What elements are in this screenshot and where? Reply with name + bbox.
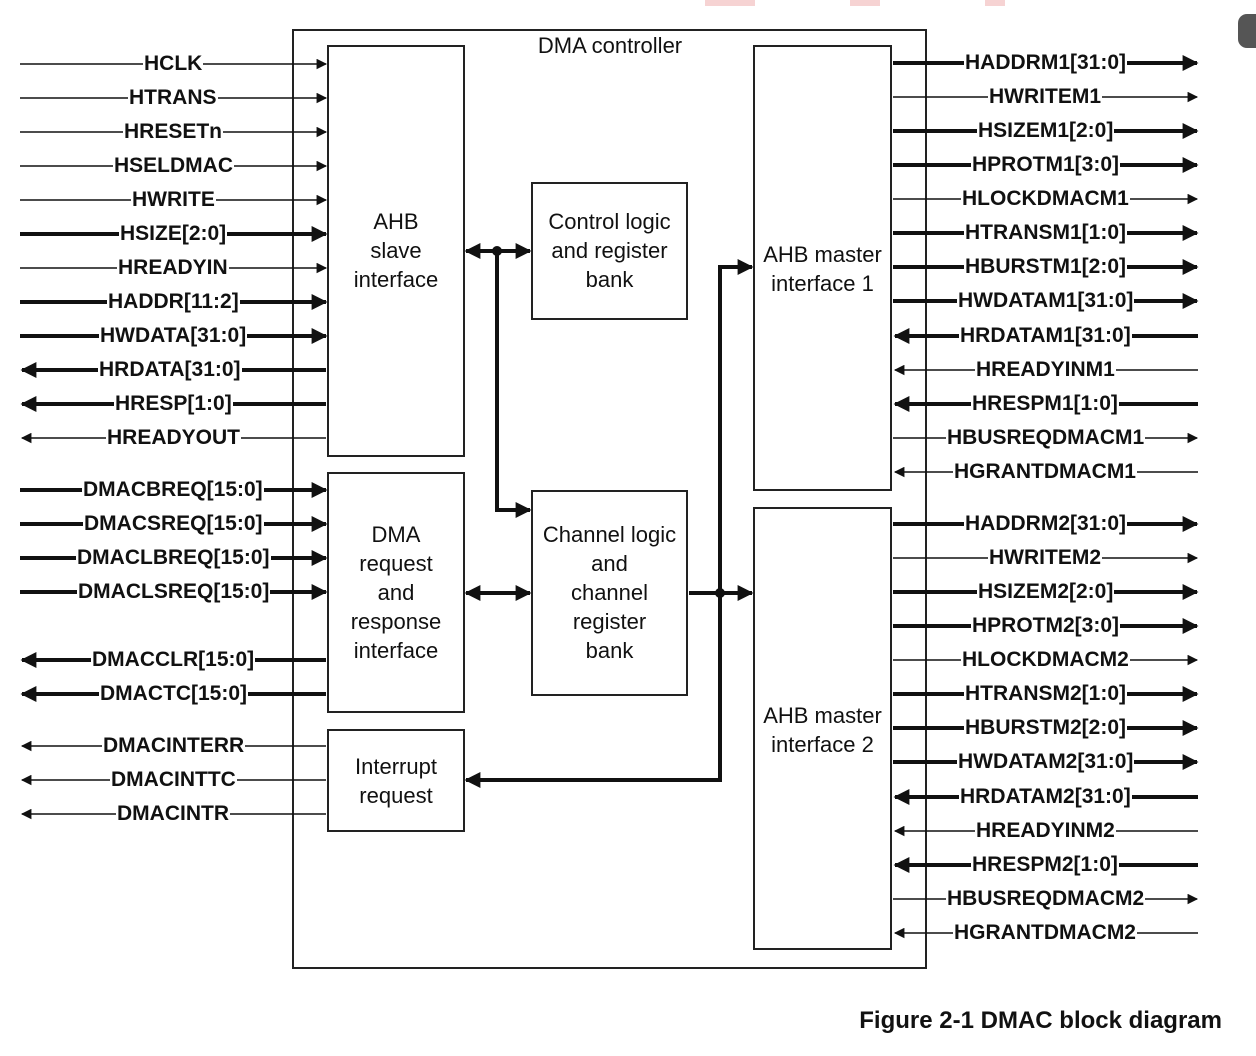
right-signal-htransm1-1-0: HTRANSM1[1:0]	[964, 221, 1128, 245]
left-signal-hwdata-31-0: HWDATA[31:0]	[99, 324, 248, 348]
channel-logic-label-line: channel	[570, 580, 649, 605]
channel-logic-label-line: and	[591, 551, 628, 576]
channel-logic-label-line: bank	[585, 638, 634, 663]
pink-mark-2	[850, 0, 880, 6]
control-logic-label-line: bank	[585, 267, 634, 292]
left-signal-hclk: HCLK	[143, 52, 204, 76]
left-signal-hseldmac: HSELDMAC	[113, 154, 234, 178]
dma-request-label-line: response	[350, 609, 442, 634]
right-signal-hgrantdmacm2: HGRANTDMACM2	[953, 921, 1137, 945]
dma-request-label-line: DMA	[371, 522, 421, 547]
right-signal-hreadyinm2: HREADYINM2	[975, 819, 1116, 843]
channel-logic-box	[531, 490, 688, 696]
left-signal-hwrite: HWRITE	[131, 188, 216, 212]
channel-logic-label: Channel logic and channel register bank	[532, 520, 687, 665]
controller-title: DMA controller	[537, 33, 683, 58]
right-signal-hrespm1-1-0: HRESPM1[1:0]	[971, 392, 1119, 416]
ahb-slave-interface-box	[327, 45, 465, 457]
interrupt-request-label-line: request	[359, 783, 433, 808]
right-signal-hsizem2-2-0: HSIZEM2[2:0]	[977, 580, 1115, 604]
left-signal-dmacinttc: DMACINTTC	[110, 768, 237, 792]
left-signal-hsize-2-0: HSIZE[2:0]	[119, 222, 228, 246]
ahb-master2-box	[753, 507, 892, 950]
dma-request-label-line: request	[359, 551, 433, 576]
right-signal-hreadyinm1: HREADYINM1	[975, 358, 1116, 382]
right-signal-hrdatam1-31-0: HRDATAM1[31:0]	[959, 324, 1132, 348]
left-signal-dmacintr: DMACINTR	[116, 802, 230, 826]
interrupt-request-box	[327, 729, 465, 832]
left-signal-haddr-11-2: HADDR[11:2]	[107, 290, 240, 314]
left-signal-dmaclbreq-15-0: DMACLBREQ[15:0]	[76, 546, 271, 570]
ahb-slave-label-line: AHB	[373, 209, 419, 234]
right-signal-hbusreqdmacm2: HBUSREQDMACM2	[946, 887, 1146, 911]
right-signal-hlockdmacm1: HLOCKDMACM1	[961, 187, 1130, 211]
right-signal-hgrantdmacm1: HGRANTDMACM1	[953, 460, 1137, 484]
right-signal-hlockdmacm2: HLOCKDMACM2	[961, 648, 1130, 672]
ahb-master1-label-line: interface 1	[771, 271, 874, 296]
right-signal-hsizem1-2-0: HSIZEM1[2:0]	[977, 119, 1115, 143]
right-signal-hbusreqdmacm1: HBUSREQDMACM1	[946, 426, 1146, 450]
control-logic-label: Control logic and register bank	[532, 207, 687, 294]
pink-mark-3	[985, 0, 1005, 6]
left-signal-dmacinterr: DMACINTERR	[102, 734, 246, 758]
right-signal-hwdatam2-31-0: HWDATAM2[31:0]	[957, 750, 1135, 774]
pink-mark-1	[705, 0, 755, 6]
ahb-slave-label: AHB slave interface	[328, 207, 464, 294]
interrupt-request-label-line: Interrupt	[355, 754, 437, 779]
right-signal-hwritem1: HWRITEM1	[988, 85, 1102, 109]
ahb-master1-label-line: AHB master	[763, 242, 882, 267]
ahb-master1-label: AHB master interface 1	[754, 240, 891, 298]
ahb-master2-label-line: interface 2	[771, 732, 874, 757]
right-signal-haddrm1-31-0: HADDRM1[31:0]	[964, 51, 1128, 75]
left-signal-hreadyin: HREADYIN	[117, 256, 229, 280]
left-signal-dmactc-15-0: DMACTC[15:0]	[99, 682, 248, 706]
left-signal-hresp-1-0: HRESP[1:0]	[114, 392, 233, 416]
right-signal-hburstm2-2-0: HBURSTM2[2:0]	[964, 716, 1128, 740]
dma-controller-box	[292, 29, 927, 969]
right-signal-haddrm2-31-0: HADDRM2[31:0]	[964, 512, 1128, 536]
scroll-handle[interactable]	[1238, 14, 1256, 48]
left-signal-dmaclsreq-15-0: DMACLSREQ[15:0]	[77, 580, 271, 604]
channel-logic-label-line: Channel logic	[542, 522, 677, 547]
left-signal-hrdata-31-0: HRDATA[31:0]	[98, 358, 242, 382]
ahb-master1-box	[753, 45, 892, 491]
right-signal-hrdatam2-31-0: HRDATAM2[31:0]	[959, 785, 1132, 809]
ahb-master2-label-line: AHB master	[763, 703, 882, 728]
left-signal-dmacbreq-15-0: DMACBREQ[15:0]	[82, 478, 264, 502]
left-signal-hreadyout: HREADYOUT	[106, 426, 242, 450]
ahb-slave-label-line: interface	[353, 267, 439, 292]
ahb-slave-label-line: slave	[370, 238, 422, 263]
dma-request-label: DMA request and response interface	[328, 520, 464, 665]
ahb-master2-label: AHB master interface 2	[754, 701, 891, 759]
left-signal-hresetn: HRESETn	[123, 120, 224, 144]
dma-request-box	[327, 472, 465, 713]
right-signal-hwdatam1-31-0: HWDATAM1[31:0]	[957, 289, 1135, 313]
right-signal-hburstm1-2-0: HBURSTM1[2:0]	[964, 255, 1128, 279]
figure-caption: Figure 2-1 DMAC block diagram	[859, 1007, 1222, 1034]
right-signal-hwritem2: HWRITEM2	[988, 546, 1102, 570]
right-signal-htransm2-1-0: HTRANSM2[1:0]	[964, 682, 1128, 706]
dma-request-label-line: interface	[353, 638, 439, 663]
dma-request-label-line: and	[377, 580, 415, 605]
control-logic-box	[531, 182, 688, 320]
control-logic-label-line: and register	[551, 238, 668, 263]
left-signal-htrans: HTRANS	[128, 86, 218, 110]
internal-connections	[464, 243, 754, 788]
control-logic-label-line: Control logic	[548, 209, 671, 234]
right-signal-hprotm1-3-0: HPROTM1[3:0]	[971, 153, 1121, 177]
right-signal-hrespm2-1-0: HRESPM2[1:0]	[971, 853, 1119, 877]
left-signal-dmacclr-15-0: DMACCLR[15:0]	[91, 648, 256, 672]
channel-logic-label-line: register	[572, 609, 647, 634]
interrupt-request-label: Interrupt request	[328, 752, 464, 810]
left-signal-dmacsreq-15-0: DMACSREQ[15:0]	[83, 512, 264, 536]
right-signal-hprotm2-3-0: HPROTM2[3:0]	[971, 614, 1121, 638]
